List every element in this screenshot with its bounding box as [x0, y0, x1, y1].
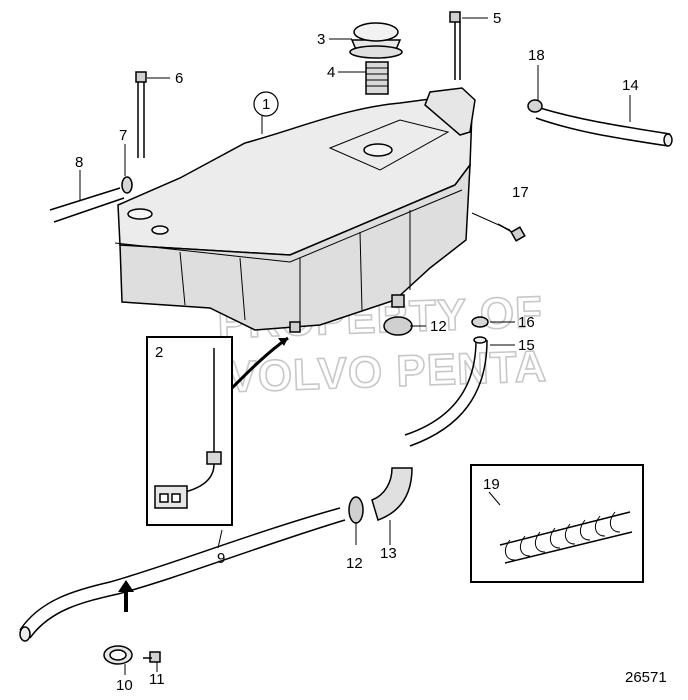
callout-13: 13 — [380, 545, 397, 562]
hose-9 — [19, 507, 346, 642]
leader-lines — [79, 17, 631, 675]
callout-2: 2 — [155, 344, 163, 361]
expansion-tank — [114, 87, 476, 333]
callout-1-circle — [253, 91, 279, 117]
callout-6: 6 — [175, 70, 183, 87]
callout-16: 16 — [518, 314, 535, 331]
watermark-line2: VOLVO PENTA — [227, 342, 548, 402]
hose-8 — [49, 176, 133, 223]
elbow-hose-13 — [371, 467, 413, 521]
screw-11 — [143, 651, 161, 663]
drawing-number: 26571 — [625, 669, 667, 686]
callout-15: 15 — [518, 337, 535, 354]
callout-8: 8 — [75, 154, 83, 171]
callout-10: 10 — [116, 677, 133, 694]
sensor-detail-box — [146, 336, 289, 526]
callout-11: 11 — [149, 671, 165, 688]
bolt-6 — [135, 71, 147, 158]
hose-14 — [527, 99, 673, 147]
callouts: 1 2 3 4 5 6 7 8 9 10 11 12 12 13 14 15 1… — [75, 10, 639, 694]
callout-17: 17 — [512, 184, 529, 201]
callout-7: 7 — [119, 127, 127, 144]
clamp-12-lower — [348, 496, 364, 524]
callout-1: 1 — [262, 96, 270, 113]
callout-12-upper: 12 — [430, 318, 447, 335]
callout-4: 4 — [327, 64, 335, 81]
callout-18: 18 — [528, 47, 545, 64]
callout-9: 9 — [217, 550, 225, 567]
strainer — [365, 61, 389, 95]
callout-5: 5 — [493, 10, 501, 27]
filler-cap — [349, 22, 403, 59]
spiral-guard-detail-box — [470, 464, 644, 583]
callout-12-lower: 12 — [346, 555, 363, 572]
callout-14: 14 — [622, 77, 639, 94]
callout-3: 3 — [317, 31, 325, 48]
clamp-12-upper — [383, 316, 413, 336]
bolt-5 — [449, 11, 461, 80]
hose-15 — [404, 316, 489, 447]
callout-19: 19 — [483, 476, 500, 493]
clamp-10 — [103, 645, 133, 665]
